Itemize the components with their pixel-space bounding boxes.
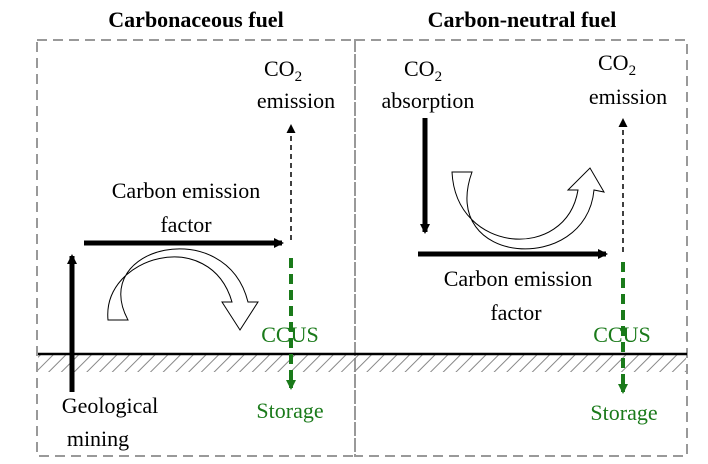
left-storage-label: Storage [256, 398, 323, 423]
right-curved-arrow [451, 167, 605, 250]
left-co2-emission-label: CO2 [264, 56, 302, 85]
mining-line1: Geological [62, 393, 159, 418]
right-emission-word: emission [589, 84, 667, 109]
right-panel-frame [354, 39, 688, 457]
right-ccus-label: CCUS [593, 322, 650, 347]
mining-line2: mining [67, 426, 129, 451]
left-curved-arrow [107, 248, 259, 331]
right-factor-line2: factor [490, 300, 542, 325]
right-factor-line1: Carbon emission [444, 266, 593, 291]
left-panel-title: Carbonaceous fuel [108, 7, 283, 32]
left-factor-line1: Carbon emission [112, 178, 261, 203]
left-ccus-label: CCUS [261, 322, 318, 347]
ground-hatch [38, 355, 686, 372]
right-co2-emission-label: CO2 [598, 50, 636, 79]
right-co2-absorption-label: CO2 [404, 56, 442, 85]
right-absorption-word: absorption [382, 88, 475, 113]
left-factor-line2: factor [160, 212, 212, 237]
left-emission-word: emission [257, 88, 335, 113]
right-storage-label: Storage [590, 400, 657, 425]
right-panel-title: Carbon-neutral fuel [428, 7, 617, 32]
